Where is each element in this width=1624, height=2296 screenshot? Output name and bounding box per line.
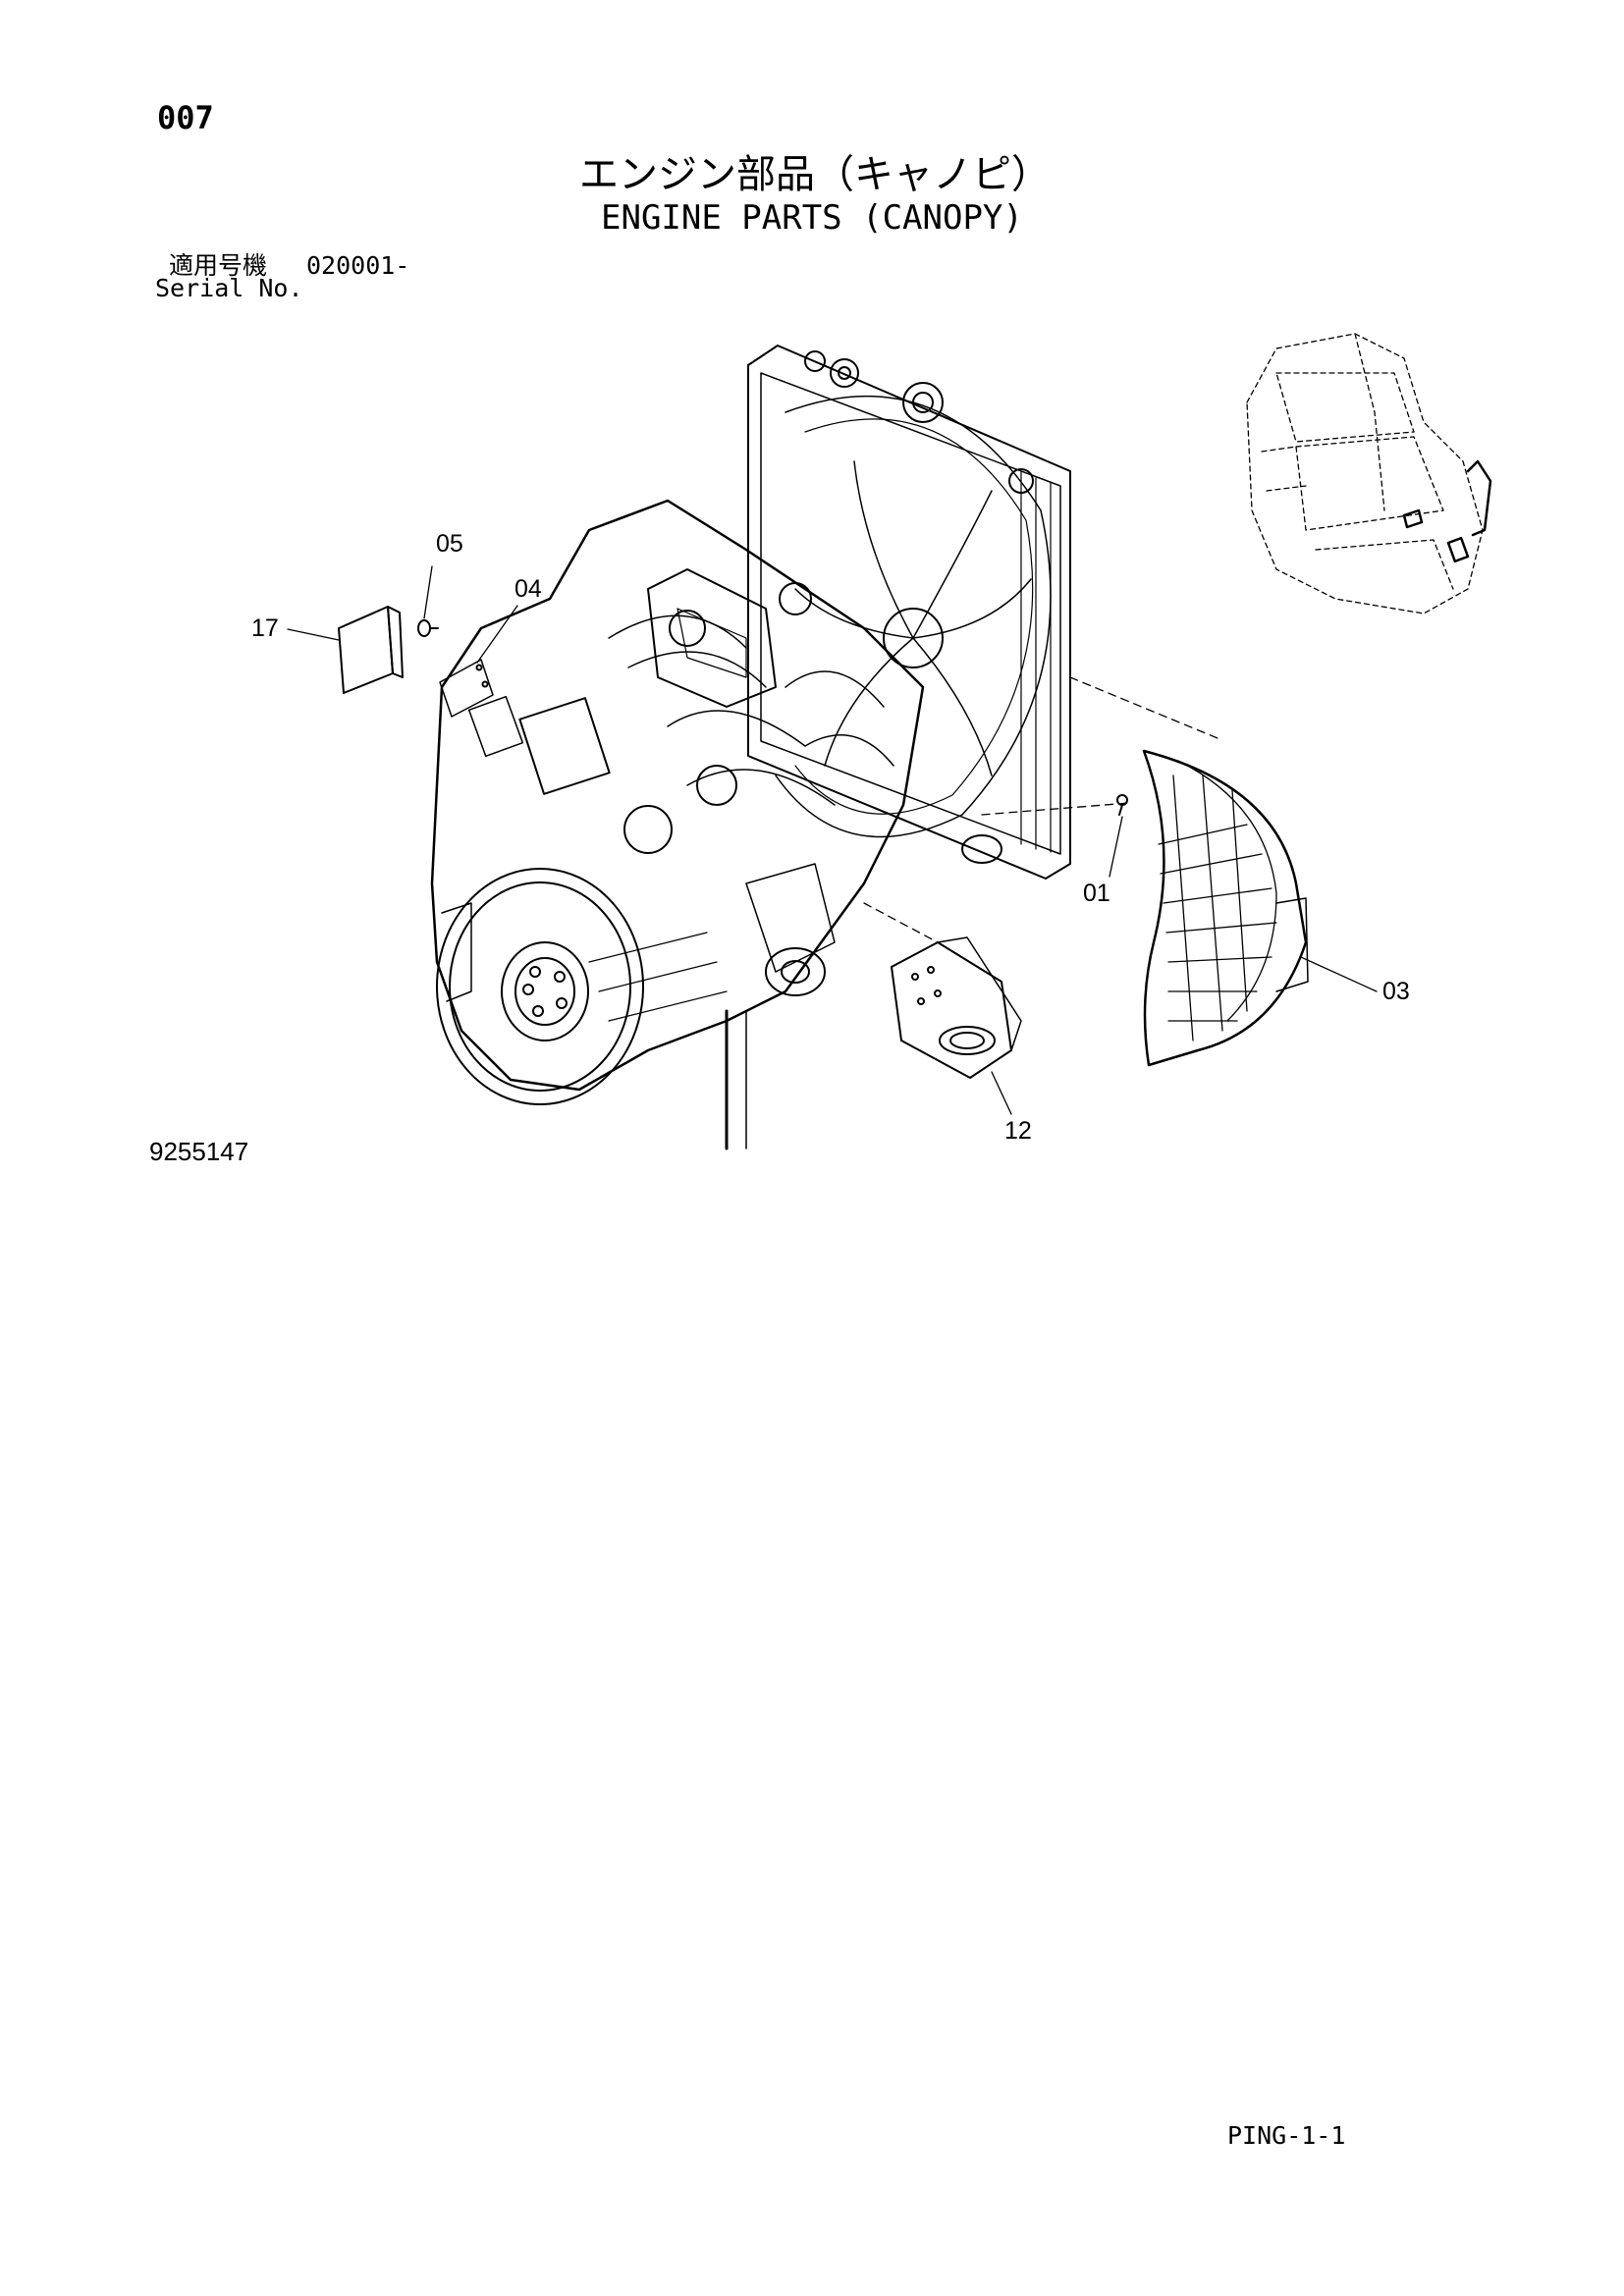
engine-block <box>430 499 925 1150</box>
part-12-bracket <box>891 936 1022 1079</box>
serial-label-english: Serial No. <box>155 274 303 302</box>
page-title-english: ENGINE PARTS (CANOPY) <box>601 198 1023 238</box>
callout-04: 04 <box>514 575 542 603</box>
machine-location-inset <box>1246 333 1484 614</box>
callout-12: 12 <box>1004 1117 1032 1145</box>
serial-number-range: 020001- <box>306 251 410 280</box>
drawing-number: 9255147 <box>149 1137 249 1166</box>
part-01-bolt <box>1116 794 1128 816</box>
page-number: 007 <box>157 99 214 136</box>
leader-lines <box>287 565 1378 1115</box>
part-05-bolt <box>417 619 439 637</box>
callout-05: 05 <box>436 530 463 558</box>
serial-label-japanese: 適用号機 <box>169 251 268 280</box>
engine-parts-illustration: 05 04 17 01 03 12 <box>251 333 1492 1150</box>
callout-17: 17 <box>251 614 279 642</box>
inset-highlight-part <box>1402 459 1492 563</box>
callout-labels: 05 04 17 01 03 12 <box>251 530 1410 1145</box>
flywheel <box>436 868 644 1105</box>
assembly-lines <box>863 676 1218 943</box>
callout-01: 01 <box>1083 880 1110 907</box>
page-code: PING-1-1 <box>1227 2121 1346 2150</box>
part-03-fan-guard <box>1142 749 1309 1067</box>
part-17-cover <box>338 606 404 694</box>
part-04-plate <box>439 659 494 718</box>
radiator-assembly <box>747 345 1071 880</box>
page-title-japanese: エンジン部品（キャノピ） <box>579 152 1051 197</box>
callout-03: 03 <box>1382 978 1410 1005</box>
